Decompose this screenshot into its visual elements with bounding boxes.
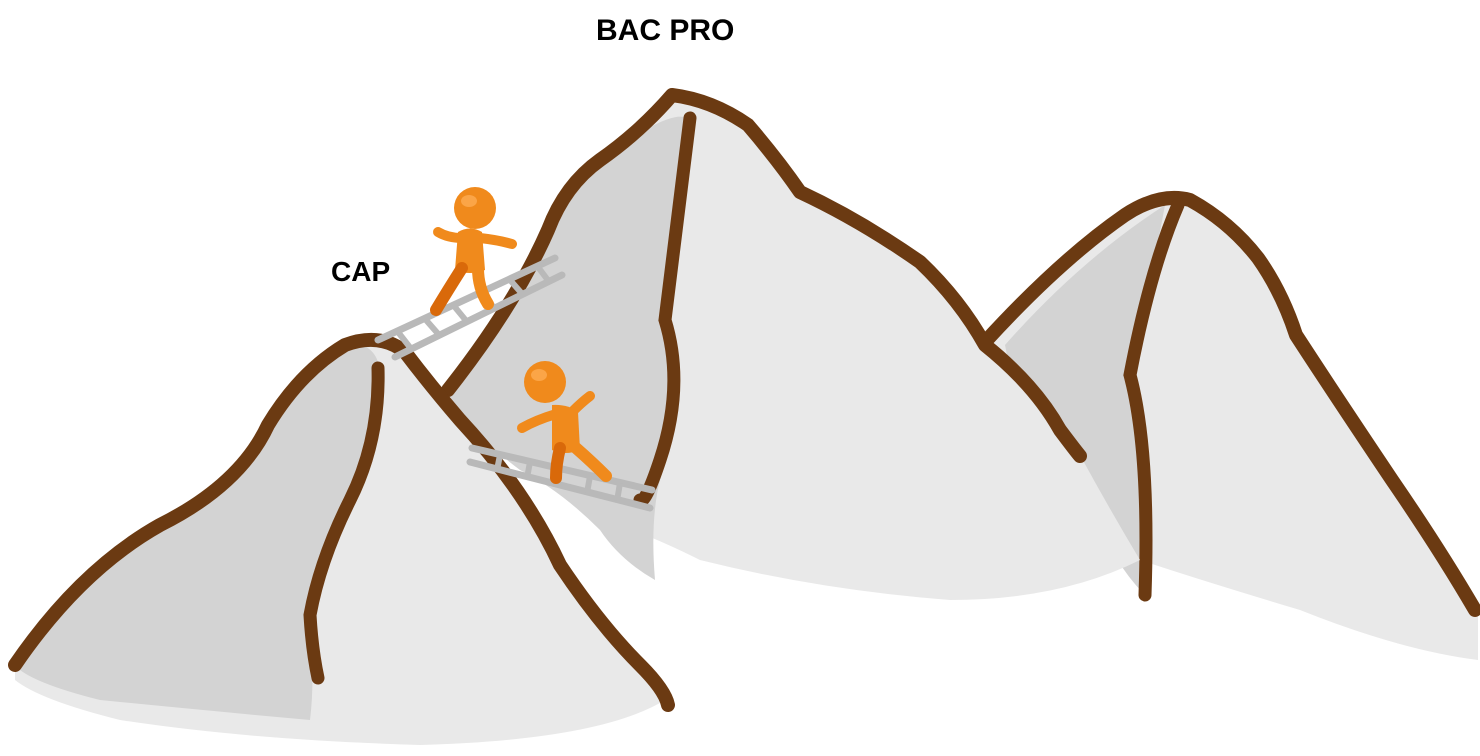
cap-label: CAP [331, 256, 391, 287]
left-mountain-ridge [303, 361, 385, 685]
right-mountain-ridge [1123, 198, 1185, 602]
center-mountain-ridge [633, 111, 697, 507]
right-mountain [978, 190, 1480, 660]
right-mountain-outline [978, 190, 1480, 617]
left-mountain-outline [8, 332, 675, 712]
center-mountain [440, 88, 1140, 600]
walking-person-icon [517, 361, 612, 484]
bac-pro-label: BAC PRO [596, 14, 735, 47]
center-mountain-shade [450, 116, 690, 581]
walking-person-icon [430, 187, 517, 316]
center-mountain-outline [441, 88, 1087, 463]
left-mountain [8, 332, 675, 745]
left-mountain-shade [20, 344, 380, 720]
right-mountain-shade [1005, 205, 1165, 595]
